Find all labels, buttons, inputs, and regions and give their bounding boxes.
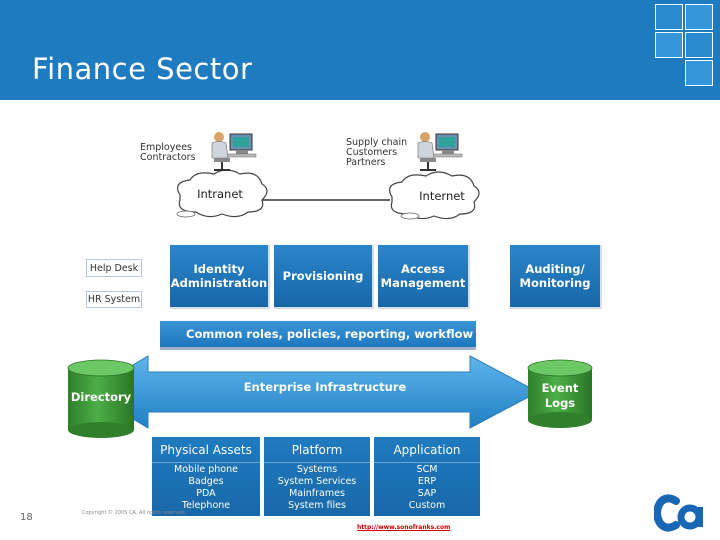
page-number: 18 — [20, 512, 33, 523]
list-item: SCM — [416, 464, 438, 475]
header-square — [685, 32, 713, 58]
source-link[interactable]: http://www.sonofranks.com — [357, 524, 451, 531]
header-square — [655, 4, 683, 30]
platform-box: Platform Systems System Services Mainfra… — [264, 437, 370, 516]
help-desk-box: Help Desk — [86, 259, 142, 277]
list-item: Mainframes — [289, 488, 345, 499]
physical-assets-box: Physical Assets Mobile phone Badges PDA … — [152, 437, 260, 516]
list-item: Badges — [188, 476, 224, 487]
box-label: Administration — [170, 276, 268, 290]
directory-cylinder — [67, 359, 135, 438]
list-item: System Services — [277, 476, 357, 487]
intranet-label: Intranet — [197, 187, 243, 201]
label-line: Contractors — [140, 152, 196, 163]
box-label: Auditing/ — [525, 262, 585, 276]
list-item: SAP — [417, 488, 437, 499]
label-line: Partners — [346, 157, 386, 168]
box-heading: Platform — [264, 437, 370, 463]
label-line: Supply chain — [346, 137, 408, 148]
common-roles-bar: Common roles, policies, reporting, workf… — [160, 321, 476, 350]
intranet-cloud — [177, 169, 268, 218]
router-icon — [176, 210, 196, 218]
internet-label: Internet — [419, 189, 465, 203]
directory-label: Directory — [70, 390, 132, 404]
identity-administration-box: Identity Administration — [170, 245, 270, 309]
router-icon — [400, 212, 420, 220]
header-square — [655, 32, 683, 58]
employees-label: Employees Contractors — [140, 143, 196, 163]
event-logs-label: Event Logs — [528, 381, 592, 411]
list-item: Mobile phone — [174, 464, 238, 475]
box-label: Monitoring — [519, 276, 591, 290]
employee-workstation-icon — [211, 132, 257, 171]
auditing-monitoring-box: Auditing/ Monitoring — [510, 245, 602, 309]
access-management-box: Access Management — [378, 245, 470, 309]
box-label: Management — [380, 276, 466, 290]
list-item: Telephone — [181, 500, 231, 511]
enterprise-infrastructure-label: Enterprise Infrastructure — [243, 380, 407, 394]
box-label: Identity — [193, 262, 245, 276]
list-item: Custom — [408, 500, 446, 511]
partners-label: Supply chain Customers Partners — [346, 138, 407, 168]
hr-system-box: HR System — [86, 291, 142, 308]
box-label: Access — [400, 262, 446, 276]
partner-workstation-icon — [417, 132, 463, 171]
copyright-text: Copyright © 2005 CA. All rights reserved… — [82, 510, 187, 516]
slide-title: Finance Sector — [32, 52, 253, 86]
label-line: Logs — [544, 396, 576, 410]
label-line: Employees — [140, 142, 192, 153]
list-item: ERP — [417, 476, 437, 487]
label-line: Event — [541, 381, 579, 395]
box-heading: Application — [374, 437, 480, 463]
label-line: Customers — [346, 147, 398, 158]
list-item: PDA — [196, 488, 216, 499]
list-item: Systems — [296, 464, 338, 475]
ca-logo-icon — [654, 494, 703, 532]
list-item: System files — [288, 500, 346, 511]
application-box: Application SCM ERP SAP Custom — [374, 437, 480, 516]
event-logs-cylinder — [527, 359, 593, 428]
provisioning-box: Provisioning — [274, 245, 374, 309]
header-square — [685, 4, 713, 30]
header-band: Finance Sector — [0, 0, 720, 100]
box-heading: Physical Assets — [152, 437, 260, 463]
header-square — [685, 60, 713, 86]
